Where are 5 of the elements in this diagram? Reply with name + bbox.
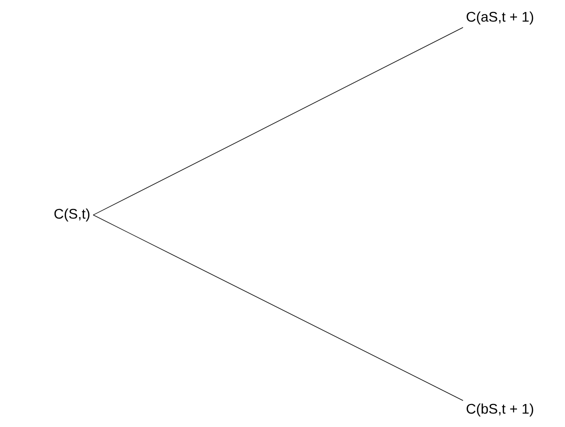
- node-label: C(bS,t + 1): [466, 403, 534, 417]
- branch-line: [92, 214, 464, 401]
- branch-line: [92, 27, 464, 216]
- node-label: C(aS,t + 1): [466, 11, 534, 25]
- node-label: C(S,t): [54, 208, 90, 222]
